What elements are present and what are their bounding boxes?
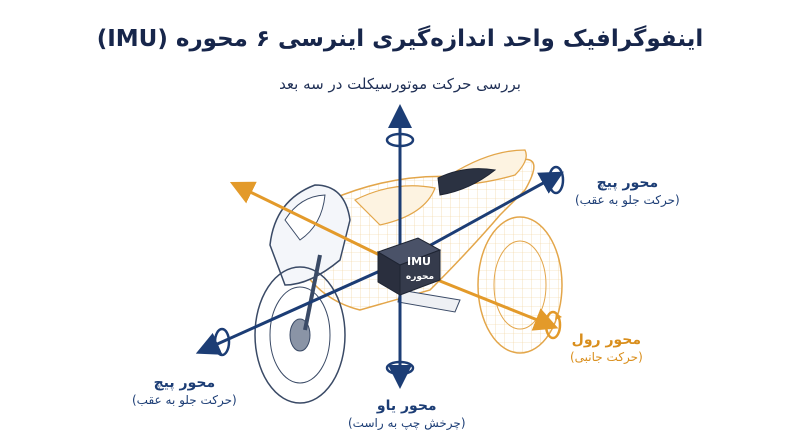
pitch-label-top: محور پیچ (حرکت جلو به عقب) (575, 175, 680, 207)
page-title: اینفوگرافیک واحد اندازه‌گیری اینرسی ۶ مح… (96, 26, 704, 52)
imu-sublabel: محوره (406, 272, 434, 282)
roll-label-desc: (حرکت جانبی) (570, 350, 643, 364)
roll-label: محور رول (حرکت جانبی) (570, 332, 643, 364)
roll-rotation-icon (544, 310, 562, 340)
page-subtitle: بررسی حرکت موتورسیکلت در سه بعد (279, 75, 521, 93)
pitch-label-left-name: محور پیچ (153, 375, 216, 391)
pitch-label-left-desc: (حرکت جلو به عقب) (132, 393, 237, 407)
orange-axis-upper (229, 181, 401, 267)
yaw-rotation-icon-top (385, 132, 415, 148)
yaw-label-name: محور یاو (376, 398, 437, 414)
roll-label-name: محور رول (571, 332, 642, 348)
pitch-label-left: محور پیچ (حرکت جلو به عقب) (132, 375, 237, 407)
pitch-label-top-desc: (حرکت جلو به عقب) (575, 193, 680, 207)
imu-label: IMU (407, 255, 431, 268)
yaw-label: محور یاو (چرخش چپ به راست) (348, 398, 466, 430)
pitch-rotation-icon-left (213, 327, 231, 357)
imu-module: IMU محوره (376, 237, 442, 296)
pitch-label-top-name: محور پیچ (596, 175, 659, 191)
pitch-axis-lower (195, 260, 401, 355)
pitch-rotation-icon-top (547, 165, 565, 195)
yaw-label-desc: (چرخش چپ به راست) (348, 416, 466, 430)
motorcycle-illustration (254, 149, 563, 404)
yaw-rotation-icon-bottom (385, 360, 415, 376)
